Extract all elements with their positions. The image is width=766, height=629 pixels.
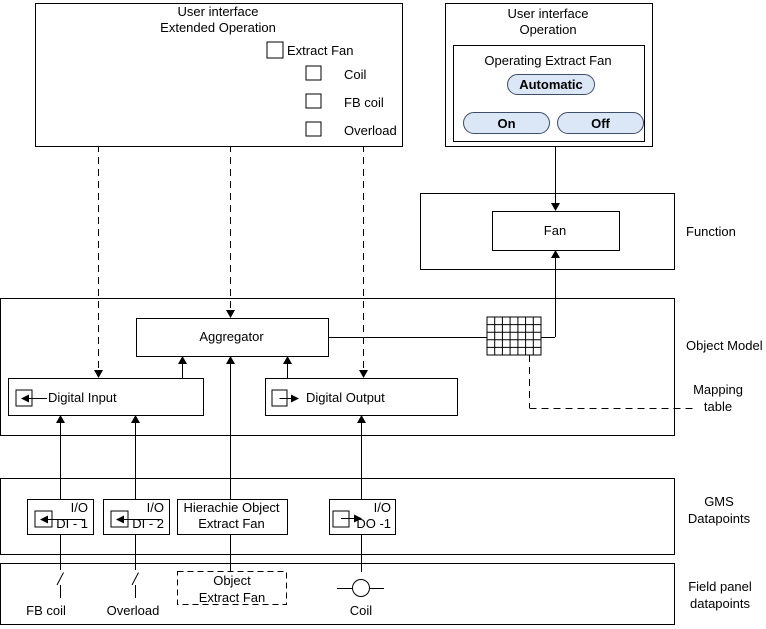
- gms-di1-box: [27, 499, 94, 535]
- extended-ui-title-line2: Extended Operation: [160, 20, 276, 35]
- field-panel-label-line2: datapoints: [690, 596, 750, 611]
- object-model-band-label: Object Model: [686, 338, 763, 353]
- tree-coil-label: Coil: [344, 67, 367, 82]
- mapping-table-label-line2: table: [703, 399, 733, 414]
- gms-do1-line2: DO -1: [356, 516, 391, 531]
- tree-root-square-icon: [266, 41, 284, 59]
- digital-output-label: Digital Output: [306, 390, 385, 405]
- mapping-table-label-line1: Mapping: [693, 382, 743, 397]
- io-di1-icon: [34, 510, 85, 528]
- gms-di1-line2: DI - 1: [56, 516, 88, 531]
- tree-fbcoil-label: FB coil: [344, 95, 384, 110]
- aggregator-label: Aggregator: [199, 329, 264, 344]
- field-object-box-text: Object Extract Fan: [179, 572, 285, 606]
- mapping-table-label: Mapping table: [686, 381, 750, 415]
- gms-hierarchy-line1: Hierachie Object: [183, 500, 280, 515]
- coil-circle-icon: [337, 579, 384, 597]
- gms-hierarchy-text: Hierachie Object Extract Fan: [177, 500, 286, 532]
- overload-square-arrow-in-icon: [305, 121, 322, 137]
- fbcoil-square-arrow-in-icon: [305, 93, 322, 109]
- on-button[interactable]: On: [463, 112, 550, 134]
- gms-di2-line2: DI - 2: [132, 516, 164, 531]
- mapping-grid-icon: [486, 316, 542, 356]
- dashed-connectors: [98, 145, 697, 409]
- gms-hierarchy-line2: Extract Fan: [198, 516, 265, 531]
- io-do1-icon: [332, 510, 362, 528]
- tree-root-label: Extract Fan: [287, 43, 354, 58]
- gms-band-label-line1: GMS: [704, 494, 734, 509]
- digital-output-box: [265, 378, 458, 416]
- digital-input-label: Digital Input: [48, 390, 117, 405]
- aggregator-box: [136, 318, 329, 357]
- field-panel-band: [0, 563, 675, 625]
- overload-label: Overload: [106, 603, 160, 618]
- fan-label: Fan: [543, 222, 567, 238]
- digital-input-box: [8, 378, 204, 416]
- operation-ui-title-line2: Operation: [519, 22, 577, 37]
- gms-di2-text: I/O DI - 2: [103, 500, 164, 532]
- mapping-table-dashed-line: [529, 355, 697, 409]
- gms-band-label-line2: Datapoints: [687, 511, 751, 526]
- fan-box: [492, 211, 620, 251]
- field-object-dashed-box: [177, 571, 287, 605]
- extended-ui-title-line1: User interface: [177, 4, 259, 19]
- gms-do1-box: [329, 499, 396, 535]
- gms-hierarchy-box: [177, 499, 288, 535]
- digital-input-icon: [15, 389, 47, 407]
- extended-operation-box: [35, 3, 403, 147]
- gms-di1-line1: I/O: [70, 500, 88, 515]
- fb-coil-contact-icon: [56, 572, 64, 598]
- tree-overload-label: Overload: [344, 123, 397, 138]
- automatic-button[interactable]: Automatic: [507, 74, 595, 95]
- function-band-label: Function: [686, 224, 736, 239]
- gms-do1-text: I/O DO -1: [329, 500, 391, 532]
- operation-ui-title-line1: User interface: [507, 6, 589, 21]
- field-object-line1: Object: [213, 573, 251, 588]
- digital-output-icon: [271, 389, 299, 407]
- gms-band: [0, 478, 675, 555]
- field-panel-band-label: Field panel datapoints: [676, 578, 764, 612]
- function-band: [420, 193, 675, 270]
- off-button[interactable]: Off: [557, 112, 644, 134]
- coil-label: Coil: [349, 603, 373, 618]
- arrowheads: [56, 203, 560, 423]
- gms-di1-text: I/O DI - 1: [27, 500, 88, 532]
- operating-panel-title: Operating Extract Fan: [484, 53, 612, 68]
- gms-di2-line1: I/O: [146, 500, 164, 515]
- overload-contact-icon: [131, 572, 139, 598]
- gms-do1-line1: I/O: [373, 500, 391, 515]
- gms-di2-box: [103, 499, 170, 535]
- io-di2-icon: [110, 510, 161, 528]
- coil-square-arrow-out-icon: [305, 65, 322, 81]
- object-model-band: [0, 298, 675, 436]
- fb-coil-label: FB coil: [26, 603, 66, 618]
- tree-node-icons: [266, 41, 322, 137]
- field-panel-label-line1: Field panel: [688, 579, 752, 594]
- field-object-line2: Extract Fan: [198, 590, 266, 605]
- gms-band-label: GMS Datapoints: [676, 493, 762, 527]
